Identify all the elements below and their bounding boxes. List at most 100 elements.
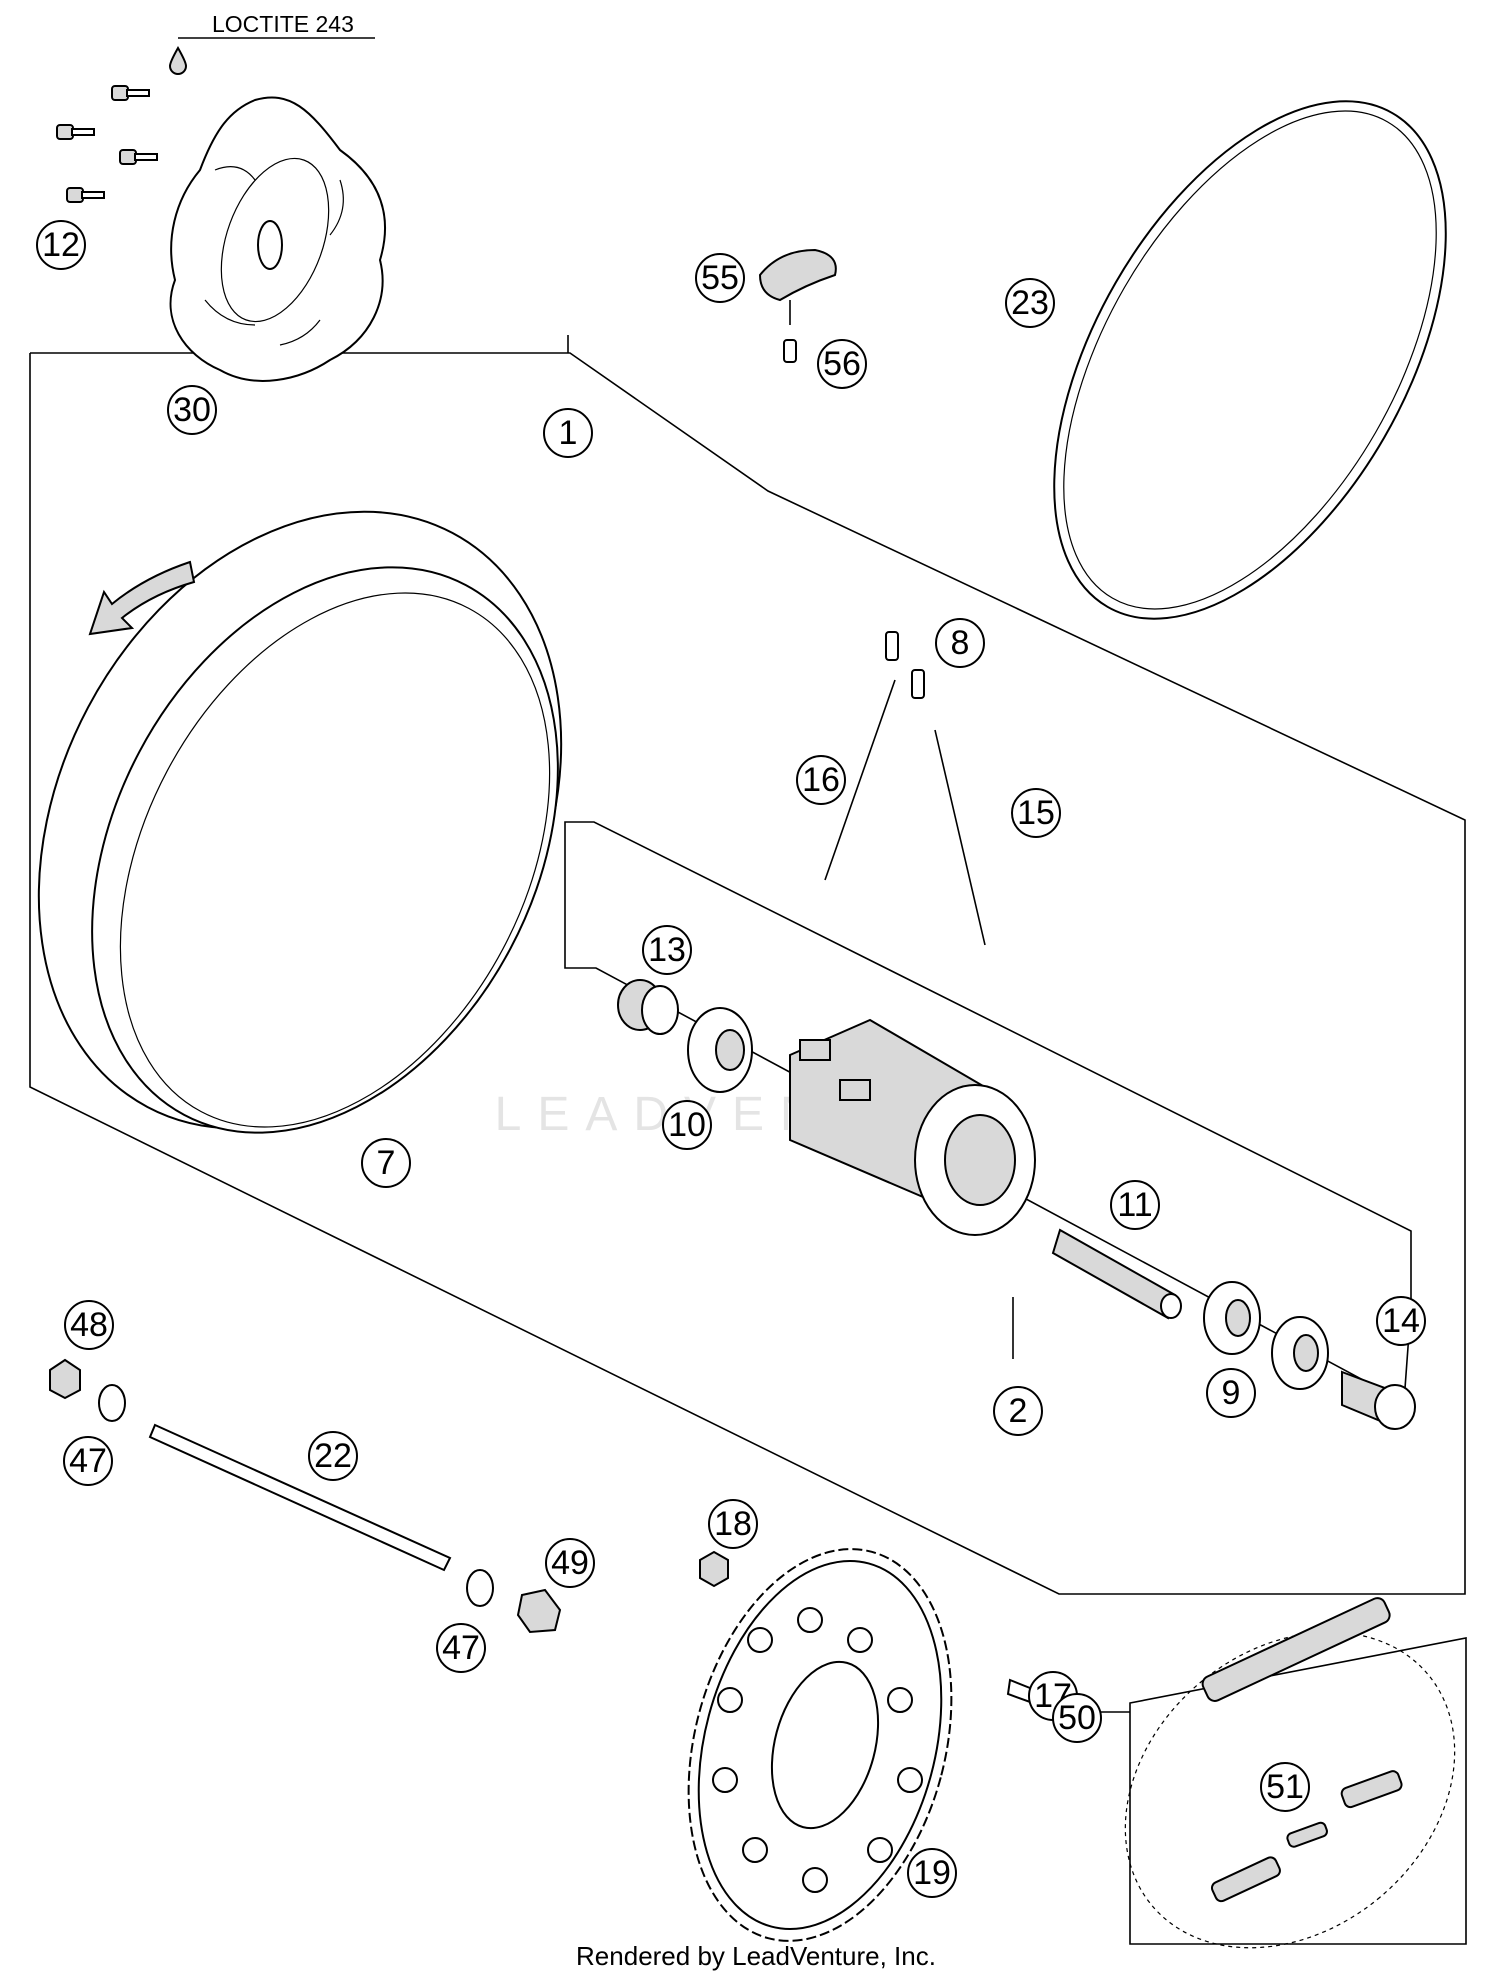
- chain-frame: [1129, 1637, 1467, 1945]
- callout-circle: [545, 1538, 595, 1588]
- callout-circle: [543, 408, 593, 458]
- callout-56: 56: [817, 339, 867, 389]
- rim: [37, 510, 563, 1134]
- callout-circle: [63, 1436, 113, 1486]
- washers-nuts: [49, 1358, 562, 1634]
- callout-circle: [993, 1386, 1043, 1436]
- callout-16: 16: [796, 755, 846, 805]
- callout-circle: [1011, 788, 1061, 838]
- callout-circle: [907, 1848, 957, 1898]
- callout-circle: [817, 339, 867, 389]
- callout-number: 48: [70, 1306, 108, 1344]
- callout-number: 16: [802, 761, 840, 799]
- callout-number: 22: [314, 1437, 352, 1475]
- callout-number: 10: [668, 1106, 706, 1144]
- callout-number: 2: [1009, 1392, 1028, 1430]
- loctite-drop-icon: [168, 45, 188, 75]
- callout-15: 15: [1011, 788, 1061, 838]
- callout-circle: [662, 1100, 712, 1150]
- callout-number: 14: [1382, 1302, 1420, 1340]
- callout-13: 13: [642, 925, 692, 975]
- callout-circle: [796, 755, 846, 805]
- callout-47: 47: [63, 1436, 113, 1486]
- callout-19: 19: [907, 1848, 957, 1898]
- hub-frame: [564, 821, 1412, 1404]
- callout-10: 10: [662, 1100, 712, 1150]
- axle: [148, 1423, 452, 1572]
- callout-number: 7: [377, 1144, 396, 1182]
- distance-sleeve: [1051, 1228, 1182, 1320]
- callout-number: 23: [1011, 284, 1049, 322]
- callout-number: 55: [701, 259, 739, 297]
- disc-bolts: [56, 85, 158, 203]
- callout-number: 47: [69, 1442, 107, 1480]
- callout-number: 13: [648, 931, 686, 969]
- callout-number: 9: [1222, 1374, 1241, 1412]
- bearings-right: [1203, 1281, 1329, 1390]
- callout-9: 9: [1206, 1368, 1256, 1418]
- callout-labels: 1278910111213141516171819222330474748495…: [36, 220, 1426, 1898]
- loctite-note: LOCTITE 243: [212, 11, 354, 37]
- callout-47: 47: [436, 1623, 486, 1673]
- callout-8: 8: [935, 618, 985, 668]
- callout-circle: [436, 1623, 486, 1673]
- rim-lock: [758, 248, 837, 363]
- callout-circle: [1005, 278, 1055, 328]
- callout-number: 19: [913, 1854, 951, 1892]
- callout-49: 49: [545, 1538, 595, 1588]
- callout-50: 50: [1052, 1693, 1102, 1743]
- wheel-assembly-frame: [29, 352, 1466, 1595]
- chain: [1124, 1597, 1456, 1949]
- sprocket: [687, 1548, 953, 1942]
- bearing-left: [687, 1007, 753, 1093]
- callout-circle: [308, 1431, 358, 1481]
- callout-48: 48: [64, 1300, 114, 1350]
- hub: [789, 1018, 1036, 1236]
- callout-circle: [935, 618, 985, 668]
- hub-spacer-right: [1341, 1370, 1416, 1430]
- callout-number: 11: [1117, 1186, 1152, 1224]
- brake-disc: [169, 96, 386, 382]
- rotation-arrow-icon: [88, 560, 196, 636]
- callout-12: 12: [36, 220, 86, 270]
- callout-number: 1: [559, 414, 578, 452]
- sprocket-nut: [699, 1550, 729, 1588]
- callout-1: 1: [543, 408, 593, 458]
- callout-number: 56: [823, 345, 861, 383]
- callout-circle: [1110, 1180, 1160, 1230]
- callout-circle: [695, 253, 745, 303]
- footer-credit: Rendered by LeadVenture, Inc.: [576, 1941, 936, 1971]
- callout-number: 47: [442, 1629, 480, 1667]
- callout-circle: [1376, 1296, 1426, 1346]
- callout-11: 11: [1110, 1180, 1160, 1230]
- callout-circle: [708, 1499, 758, 1549]
- callout-number: 30: [173, 391, 211, 429]
- callout-2: 2: [993, 1386, 1043, 1436]
- callout-7: 7: [361, 1138, 411, 1188]
- callout-circle: [167, 385, 217, 435]
- callout-23: 23: [1005, 278, 1055, 328]
- callout-number: 18: [714, 1505, 752, 1543]
- callout-circle: [1206, 1368, 1256, 1418]
- callout-circle: [36, 220, 86, 270]
- callout-circle: [1052, 1693, 1102, 1743]
- rim-band: [1053, 100, 1447, 620]
- callout-circle: [1260, 1762, 1310, 1812]
- callout-51: 51: [1260, 1762, 1310, 1812]
- callout-22: 22: [308, 1431, 358, 1481]
- callout-number: 51: [1266, 1768, 1304, 1806]
- callout-18: 18: [708, 1499, 758, 1549]
- callout-circle: [64, 1300, 114, 1350]
- callout-30: 30: [167, 385, 217, 435]
- callout-number: 49: [551, 1544, 589, 1582]
- callout-55: 55: [695, 253, 745, 303]
- callout-circle: [361, 1138, 411, 1188]
- spokes: [824, 631, 986, 946]
- callout-circle: [642, 925, 692, 975]
- callout-number: 12: [42, 226, 80, 264]
- callout-14: 14: [1376, 1296, 1426, 1346]
- hub-spacer-left: [617, 979, 679, 1035]
- callout-number: 50: [1058, 1699, 1096, 1737]
- callout-number: 15: [1017, 794, 1055, 832]
